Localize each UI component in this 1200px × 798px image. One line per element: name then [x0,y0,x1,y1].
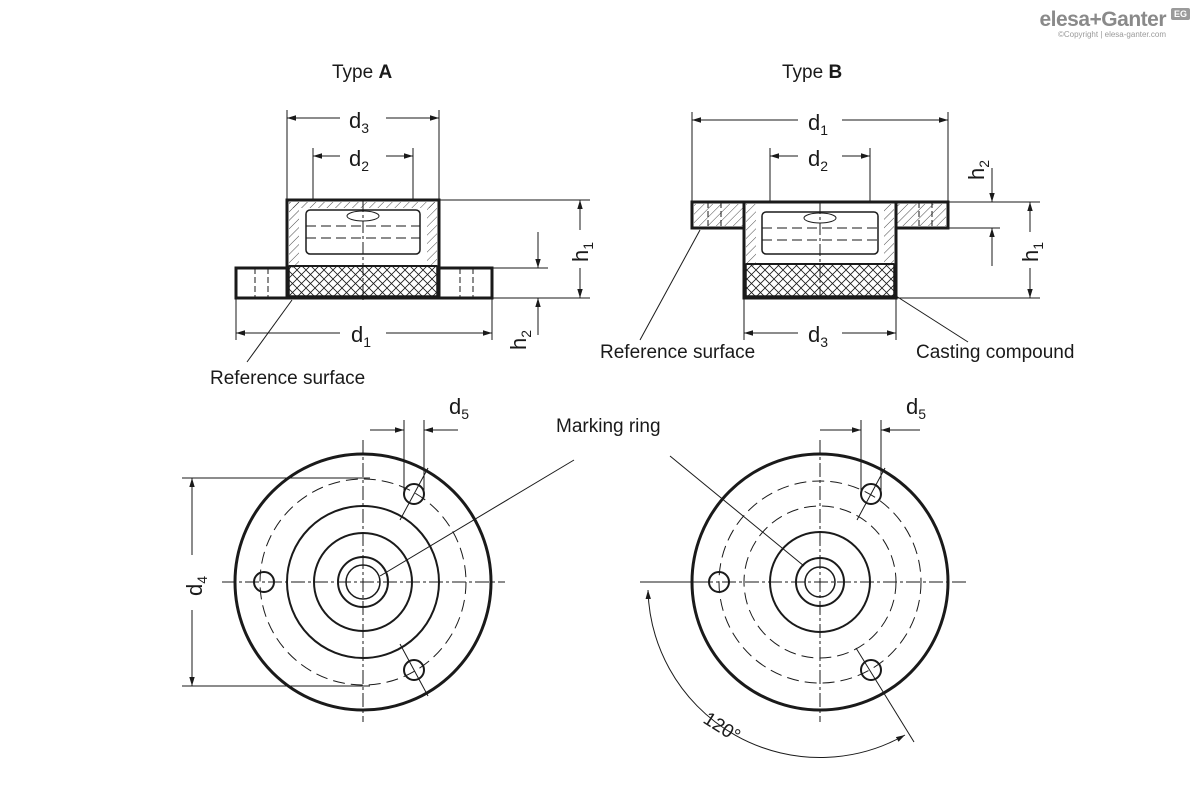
type-a-h1-label: h1 [568,242,596,262]
angle-label: 120° [699,708,743,747]
type-b-d3-label: d3 [808,322,828,350]
type-b-d1-label: d1 [808,110,828,138]
brand-badge: EG [1170,8,1190,20]
brand-copyright: ©Copyright | elesa-ganter.com [1057,30,1166,39]
type-a-h2-label: h2 [506,330,534,350]
top-view-a: d4 d5 [182,394,575,722]
brand-logo: elesa+Ganter EG ©Copyright | elesa-gante… [1039,8,1190,39]
type-a-title: Type A [332,62,392,83]
type-b-section: Type B d1 d2 [600,62,1074,363]
type-a-d1-label: d1 [351,322,371,350]
type-b-d2-label: d2 [808,146,828,174]
top-view-b: d5 120° [640,394,966,758]
type-a-reference-surface: Reference surface [210,368,365,389]
type-a-d3-label: d3 [349,108,369,136]
marking-ring-label: Marking ring [556,416,661,437]
type-b-h1-label: h1 [1018,242,1046,262]
top-view-b-d5-label: d5 [906,394,926,422]
top-view-a-d4-label: d4 [182,576,210,596]
type-b-casting-compound: Casting compound [916,342,1074,363]
type-b-h2-label: h2 [964,160,992,180]
type-b-title: Type B [782,62,842,83]
brand-name: elesa+Ganter [1039,8,1166,31]
top-view-a-d5-label: d5 [449,394,469,422]
type-a-section: Type A d3 d2 [210,62,596,389]
type-a-d2-label: d2 [349,146,369,174]
type-b-reference-surface: Reference surface [600,342,755,363]
